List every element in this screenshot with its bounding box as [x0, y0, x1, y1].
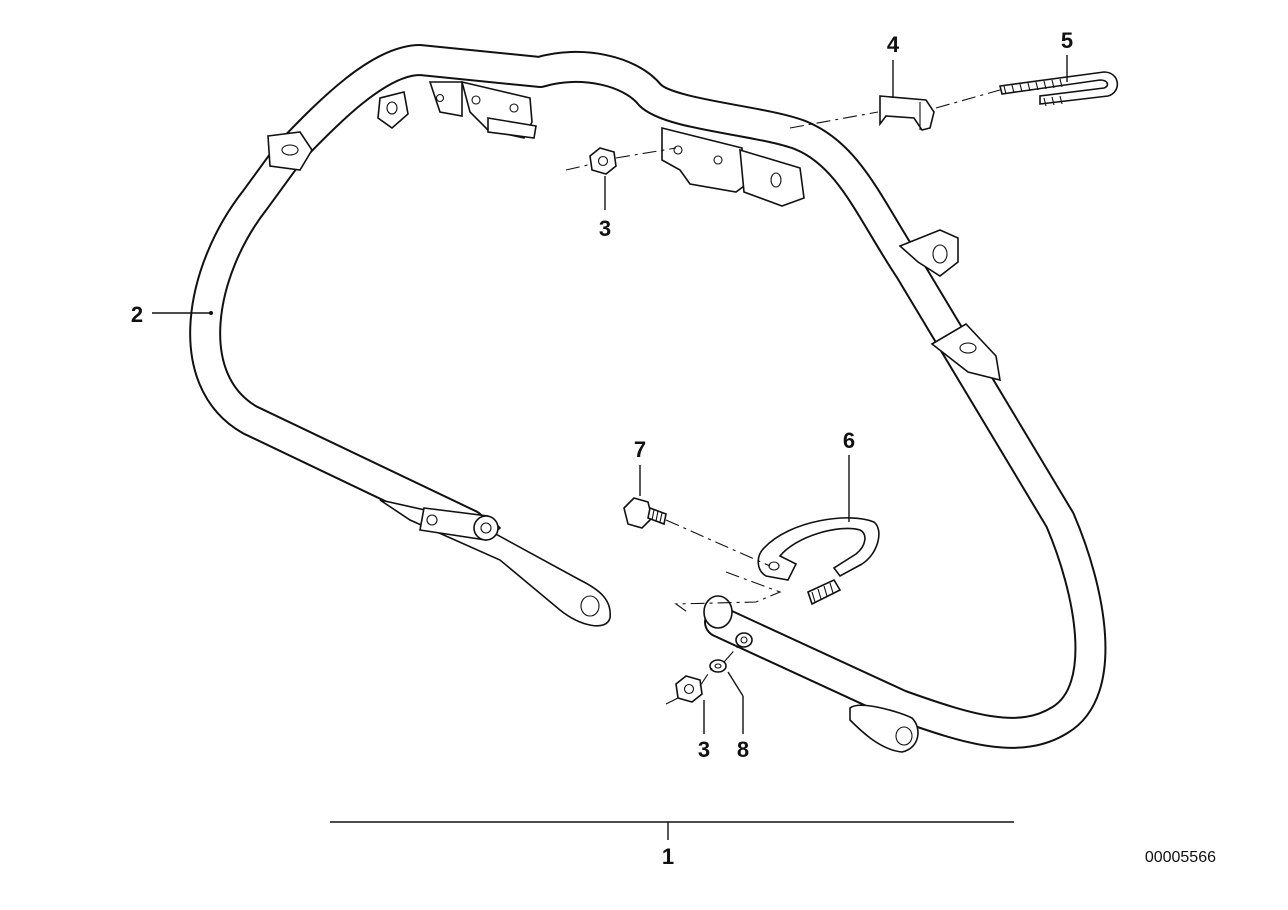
nut-part-3-upper — [589, 147, 617, 175]
leader-lines — [152, 55, 1068, 840]
callout-4: 4 — [887, 32, 900, 57]
callout-3-lower: 3 — [698, 737, 710, 762]
lug-right-middle — [898, 229, 959, 277]
lug-right-lower — [930, 322, 1001, 382]
washer-part-8 — [709, 659, 727, 673]
lug-bottom-right — [849, 704, 919, 753]
clamp-part-4 — [879, 95, 935, 131]
u-bolt-part-5 — [999, 71, 1119, 107]
strap-clamp-part-6 — [757, 517, 880, 606]
lower-left-bracket — [379, 499, 611, 627]
lug-upper-left — [267, 131, 313, 171]
frame-tube — [189, 44, 1107, 749]
diagram-reference-number: 00005566 — [1145, 849, 1216, 866]
callout-1: 1 — [662, 844, 674, 869]
nut-part-3-lower — [675, 675, 703, 703]
callout-8: 8 — [737, 737, 749, 762]
callout-2: 2 — [131, 302, 143, 327]
callout-6: 6 — [843, 428, 855, 453]
bolt-part-7 — [623, 497, 667, 529]
callout-7: 7 — [634, 437, 646, 462]
callout-5: 5 — [1061, 28, 1073, 53]
assembly-lines — [565, 89, 1001, 705]
tube-stud-hole — [735, 632, 753, 648]
upper-mount-plate-left — [377, 80, 537, 139]
callout-3-upper: 3 — [599, 216, 611, 241]
upper-mount-plate-right — [661, 126, 805, 207]
